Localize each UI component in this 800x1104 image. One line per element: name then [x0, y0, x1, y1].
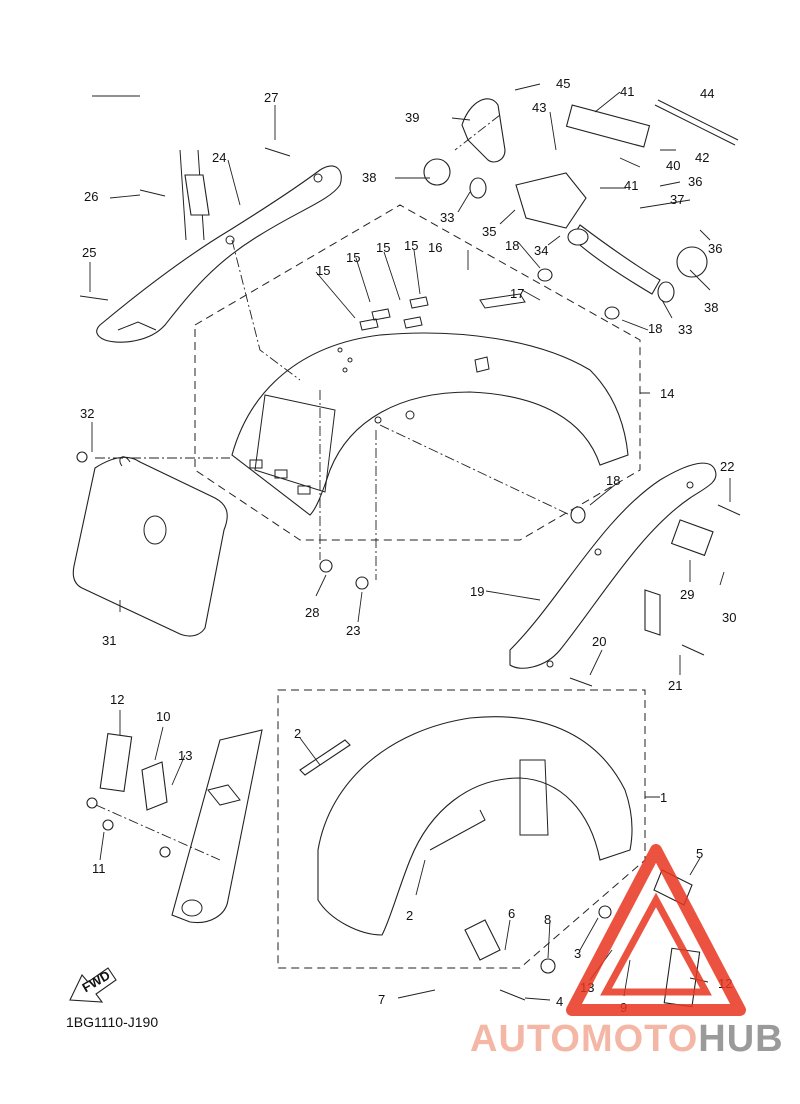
callout-22: 22	[720, 459, 734, 474]
front-emblem	[299, 739, 351, 776]
callout-21: 21	[668, 678, 682, 693]
callout-28: 28	[305, 605, 319, 620]
watermark-part1: AUTOMOTO	[470, 1018, 699, 1060]
callout-25: 25	[82, 245, 96, 260]
callout-15b: 15	[346, 250, 360, 265]
rear-fender-group-boundary	[194, 204, 641, 541]
callout-33b: 33	[678, 322, 692, 337]
left-grab-rail	[96, 165, 342, 343]
callout-8: 8	[544, 912, 551, 927]
callout-34: 34	[534, 243, 548, 258]
front-fender	[317, 716, 633, 936]
callout-27: 27	[264, 90, 278, 105]
rear-fender	[231, 332, 629, 516]
callout-38b: 38	[704, 300, 718, 315]
callout-4: 4	[556, 994, 563, 1009]
callout-18a: 18	[505, 238, 519, 253]
callout-30: 30	[722, 610, 736, 625]
callout-39: 39	[405, 110, 419, 125]
callout-37: 37	[670, 192, 684, 207]
callout-1: 1	[660, 790, 667, 805]
callout-15c: 15	[376, 240, 390, 255]
callout-18b: 18	[648, 321, 662, 336]
decal-17	[479, 293, 526, 309]
callout-45: 45	[556, 76, 570, 91]
callout-23: 23	[346, 623, 360, 638]
front-fork-leg	[171, 729, 263, 924]
callout-10: 10	[156, 709, 170, 724]
callout-36b: 36	[708, 241, 722, 256]
callout-12: 12	[110, 692, 124, 707]
watermark-part2: HUB	[698, 1018, 784, 1060]
callout-17: 17	[510, 286, 524, 301]
callout-26: 26	[84, 189, 98, 204]
callout-18c: 18	[606, 473, 620, 488]
mud-flap	[72, 456, 228, 637]
fwd-arrow-icon	[69, 967, 117, 1003]
decal-15	[359, 318, 379, 331]
callout-11: 11	[92, 861, 106, 876]
callout-29: 29	[680, 587, 694, 602]
callout-32: 32	[80, 406, 94, 421]
callout-36a: 36	[688, 174, 702, 189]
callout-13: 13	[178, 748, 192, 763]
front-fender-group-boundary	[277, 689, 646, 969]
callout-6: 6	[508, 906, 515, 921]
watermark-logo: AUTOMOTOHUB	[470, 1018, 784, 1061]
callout-7: 7	[378, 992, 385, 1007]
callout-33a: 33	[440, 210, 454, 225]
callout-40: 40	[666, 158, 680, 173]
callout-31: 31	[102, 633, 116, 648]
callout-16: 16	[428, 240, 442, 255]
reflector-38b	[676, 246, 708, 278]
callout-2b: 2	[406, 908, 413, 923]
callout-15a: 15	[316, 263, 330, 278]
callout-15d: 15	[404, 238, 418, 253]
callout-43: 43	[532, 100, 546, 115]
callout-41b: 41	[624, 178, 638, 193]
rear-fender-stay	[509, 462, 717, 669]
watermark-triangle-icon	[566, 844, 746, 1016]
front-reflector-12	[99, 732, 133, 793]
callout-42: 42	[695, 150, 709, 165]
callout-2: 2	[294, 726, 301, 741]
reflector-38	[423, 158, 451, 186]
callout-35: 35	[482, 224, 496, 239]
callout-44: 44	[700, 86, 714, 101]
callout-labels: 1 2 2 3 4 5 6 7 8 9 10 11 12 12 13 13 14…	[80, 76, 736, 1015]
callout-3: 3	[574, 946, 581, 961]
callout-5: 5	[696, 846, 703, 861]
callout-41a: 41	[620, 84, 634, 99]
callout-20: 20	[592, 634, 606, 649]
diagram-code: 1BG1110-J190	[66, 1014, 159, 1030]
callout-14: 14	[660, 386, 674, 401]
callout-24: 24	[212, 150, 226, 165]
callout-38a: 38	[362, 170, 376, 185]
tail-light-bracket	[461, 98, 506, 163]
callout-19: 19	[470, 584, 484, 599]
